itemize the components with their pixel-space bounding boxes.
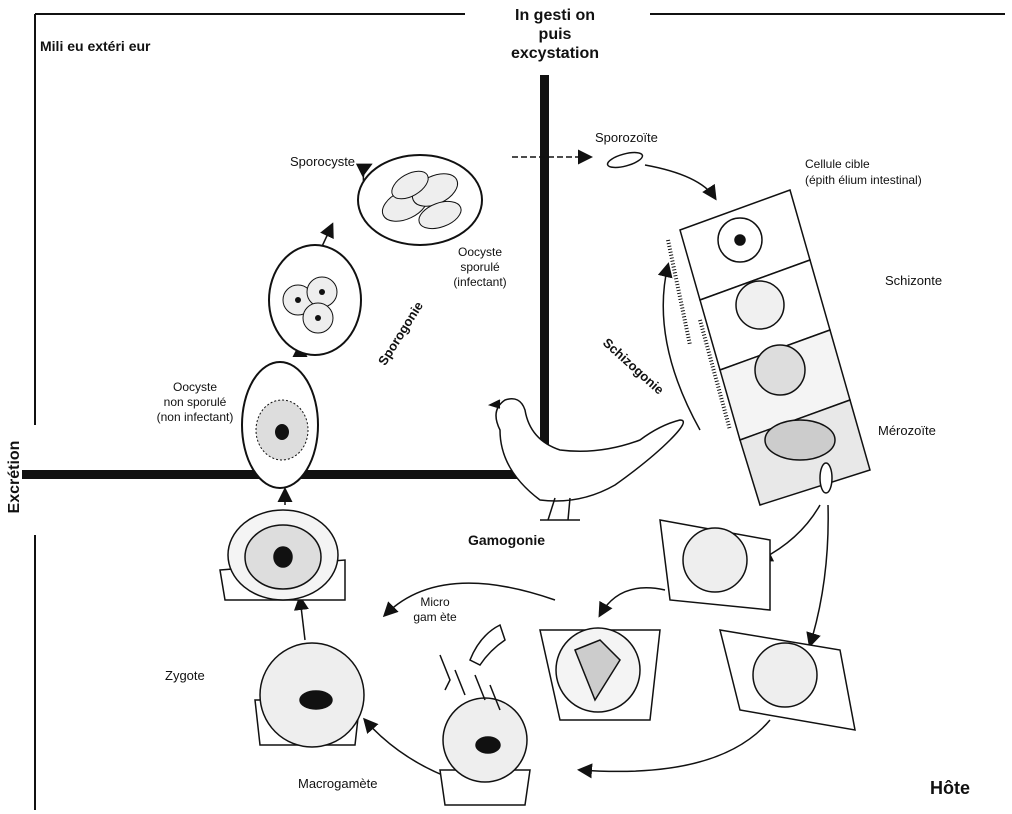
- merozoite-shape: [820, 463, 832, 493]
- sporulated-oocyst-label: Oocyste sporulé (infectant): [425, 245, 535, 290]
- unsporulated-oocyst-line-1: Oocyste: [140, 380, 250, 395]
- sporulated-oocyst-line-3: (infectant): [425, 275, 535, 290]
- unsporulated-oocyst-label: Oocyste non sporulé (non infectant): [140, 380, 250, 425]
- ingestion-line-1: In gesti on: [470, 6, 640, 25]
- lower-cells: [220, 510, 855, 805]
- host-label: Hôte: [930, 778, 970, 799]
- merozoite-label: Mérozoïte: [878, 423, 936, 438]
- unsporulated-oocyst-line-2: non sporulé: [140, 395, 250, 410]
- hen-illustration: [490, 399, 683, 520]
- target-cell-line-2: (épith élium intestinal): [805, 172, 922, 188]
- macrogamete-label: Macrogamète: [298, 776, 377, 791]
- microgamete-line-1: Micro: [410, 595, 460, 610]
- microgamete-label: Micro gam ète: [410, 595, 460, 625]
- ingestion-line-3: excystation: [470, 44, 640, 63]
- sporulated-oocyst-line-1: Oocyste: [425, 245, 535, 260]
- horizontal-separator-left: [22, 470, 272, 479]
- schizont-label: Schizonte: [885, 273, 942, 288]
- sporozoite-shape: [606, 150, 644, 171]
- oocyst-dividing: [269, 245, 361, 355]
- target-cell-label: Cellule cible (épith élium intestinal): [805, 156, 922, 188]
- oocyst-sporulated: [358, 155, 482, 245]
- sporulated-oocyst-line-2: sporulé: [425, 260, 535, 275]
- outside-environment-label: Mili eu extéri eur: [40, 38, 150, 54]
- epithelium-cells: [668, 190, 870, 505]
- sporocyst-label: Sporocyste: [290, 154, 355, 169]
- ingestion-label: In gesti on puis excystation: [470, 6, 640, 63]
- horizontal-separator-right: [295, 470, 535, 479]
- ingestion-line-2: puis: [470, 25, 640, 44]
- unsporulated-oocyst-line-3: (non infectant): [140, 410, 250, 425]
- vertical-separator: [540, 75, 549, 475]
- microgametes: [440, 625, 505, 710]
- excretion-label: Excrétion: [6, 432, 24, 522]
- zygote-label: Zygote: [165, 668, 205, 683]
- sporozoite-label: Sporozoïte: [595, 130, 658, 145]
- gamogony-label: Gamogonie: [468, 532, 545, 548]
- target-cell-line-1: Cellule cible: [805, 156, 922, 172]
- oocyst-unsporulated: [242, 362, 318, 488]
- microgamete-line-2: gam ète: [410, 610, 460, 625]
